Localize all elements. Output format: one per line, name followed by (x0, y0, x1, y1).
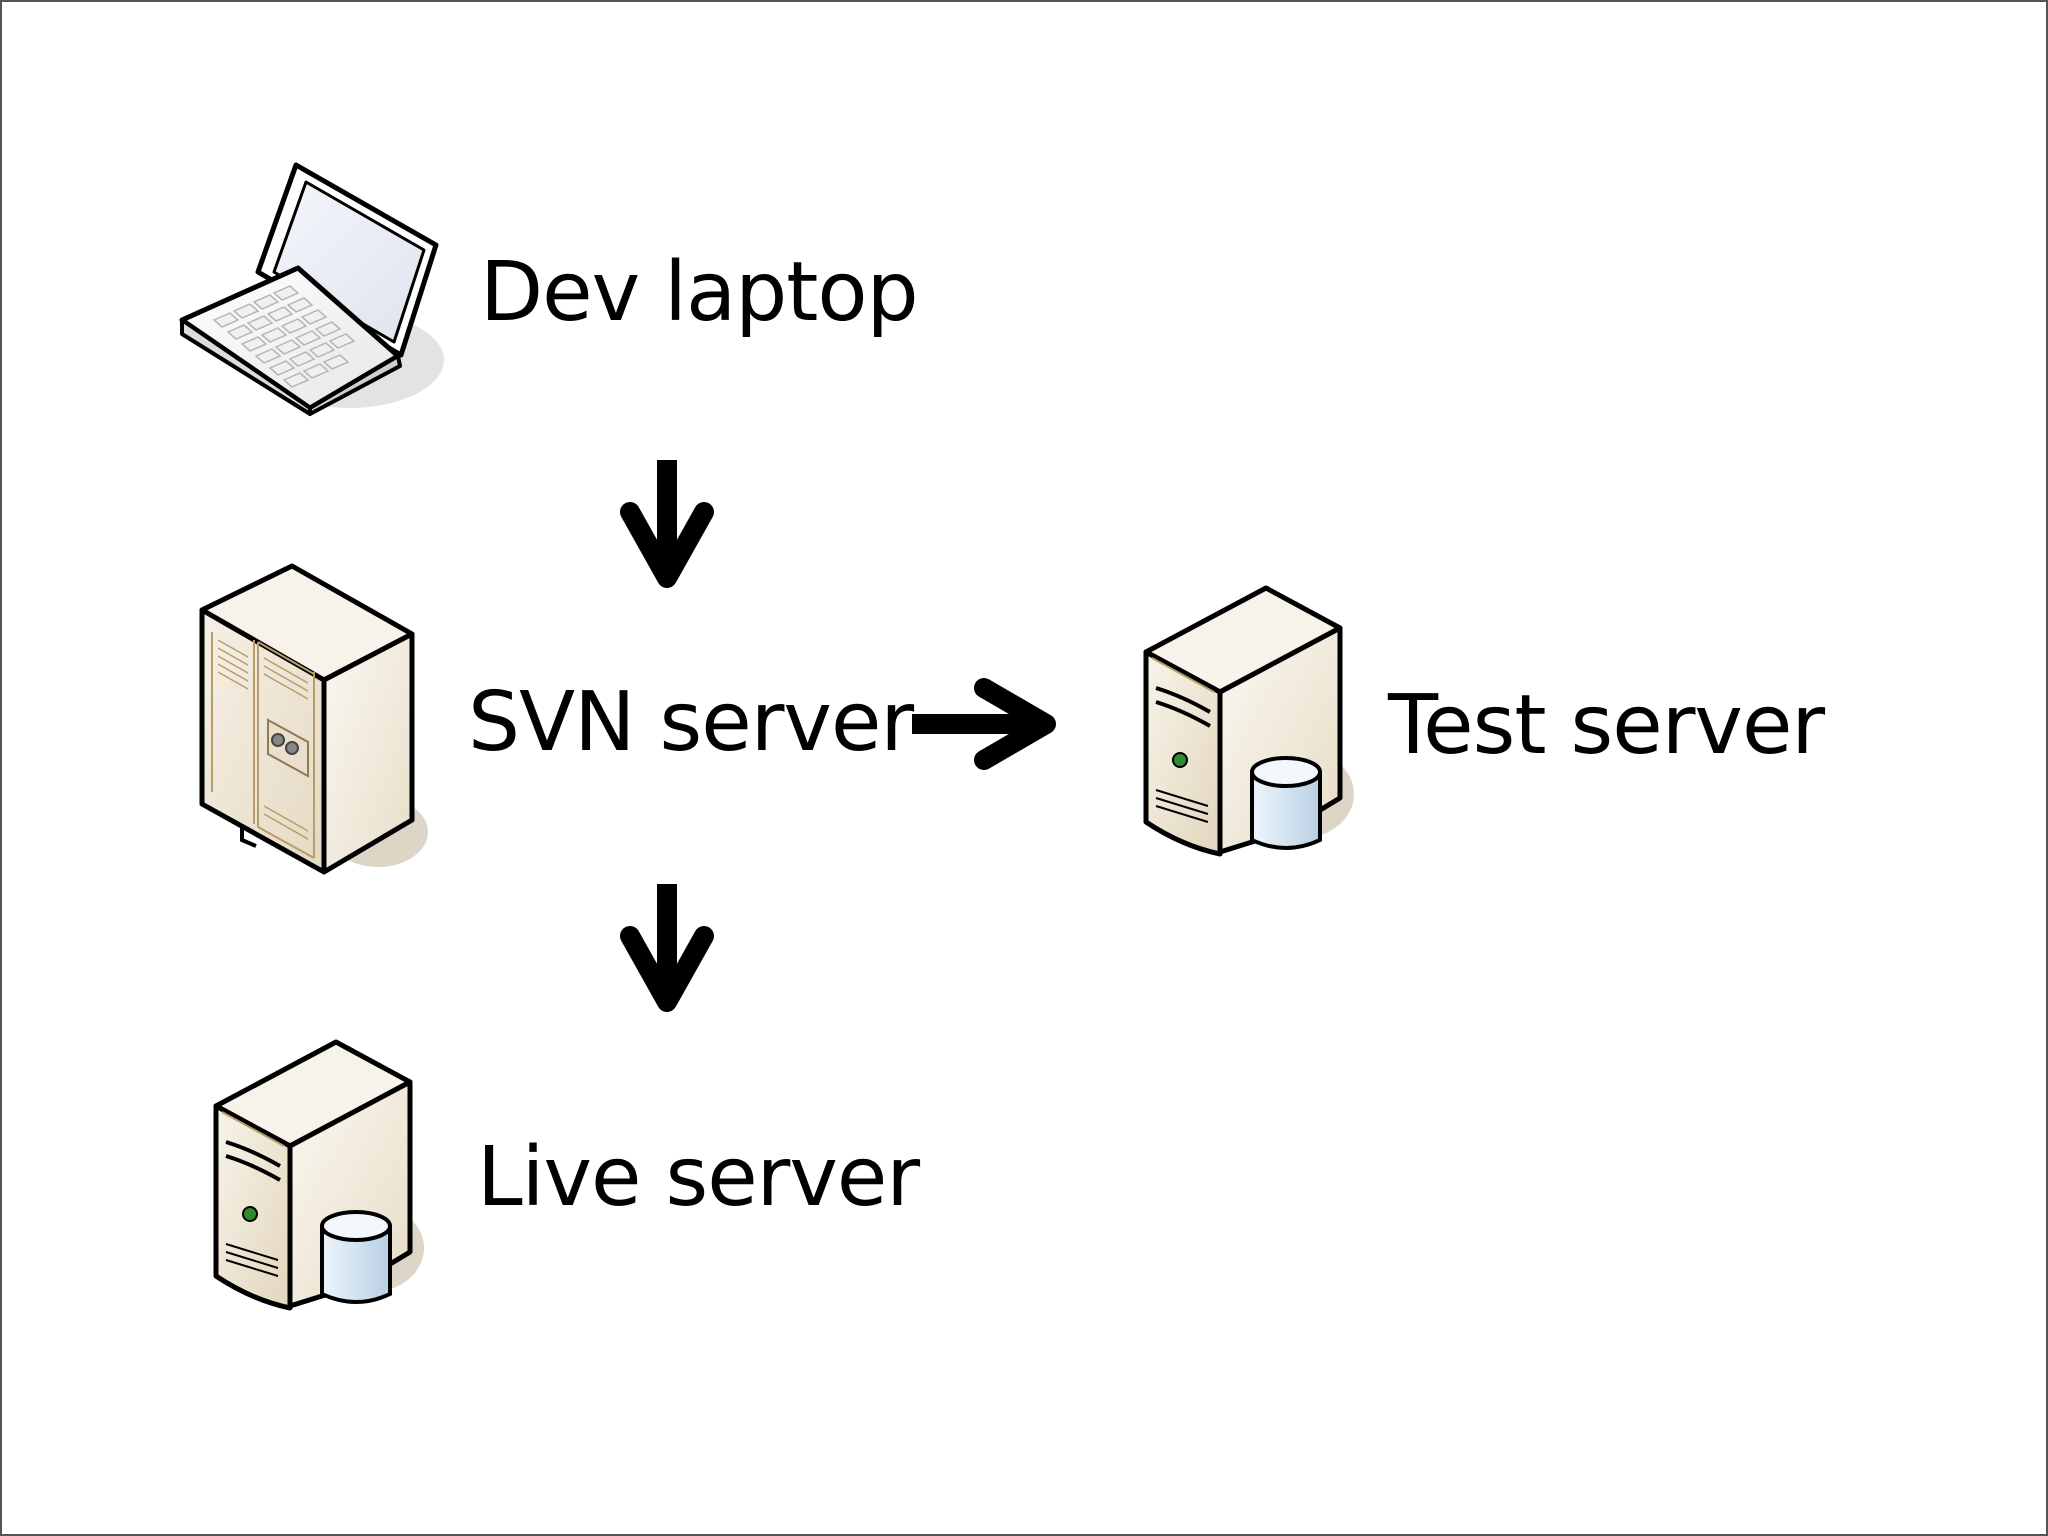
database-server-icon (1143, 585, 1354, 857)
live-server-label: Live server (477, 1130, 920, 1225)
arrow-svn-to-live (620, 884, 714, 1012)
arrow-dev-to-svn (620, 460, 714, 588)
test-server-label: Test server (1388, 678, 1825, 773)
svn-server-label: SVN server (468, 675, 914, 770)
arrow-svn-to-test (912, 678, 1056, 770)
laptop-icon (179, 162, 444, 416)
server-cabinet-icon (199, 563, 428, 875)
database-server-icon (213, 1039, 424, 1311)
dev-laptop-label: Dev laptop (480, 245, 919, 340)
